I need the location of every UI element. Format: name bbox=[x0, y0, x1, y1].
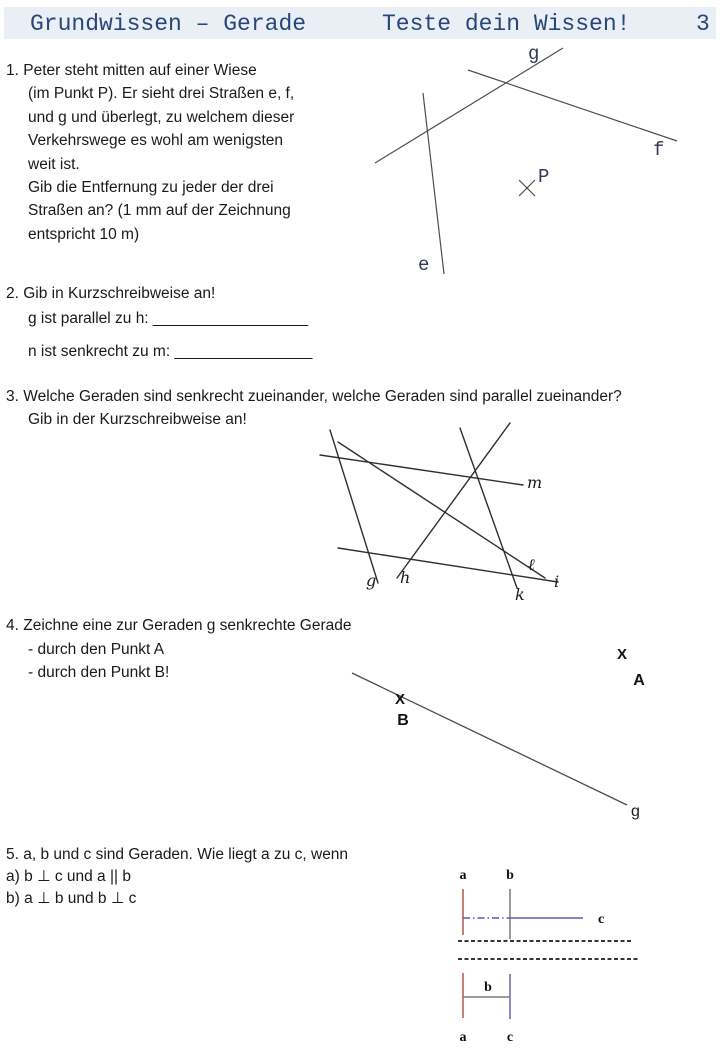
street-label-e: e bbox=[418, 254, 429, 276]
line-g bbox=[329, 429, 379, 584]
line-i bbox=[337, 547, 559, 583]
line-label-k: k bbox=[515, 585, 525, 604]
line-label-m: m bbox=[527, 473, 542, 492]
line-label-g: g bbox=[366, 571, 376, 590]
header-subtitle: Teste dein Wissen! bbox=[382, 11, 631, 37]
perpendicular-diagram: X B X A g bbox=[351, 646, 645, 820]
q2-title: 2. Gib in Kurzschreibweise an! bbox=[6, 285, 216, 302]
lines-diagram: g h m ℓ k i bbox=[319, 422, 559, 604]
street-line-f bbox=[467, 69, 678, 142]
q2-perpendicular-blank: n ist senkrecht zu m: ________________ bbox=[28, 343, 313, 360]
line-h bbox=[396, 422, 511, 579]
point-a-label: A bbox=[633, 672, 645, 689]
line-g bbox=[351, 672, 628, 806]
q1-line-7: Straßen an? (1 mm auf der Zeichnung bbox=[28, 202, 291, 220]
abc-diagram: a b c b a c bbox=[458, 868, 638, 1045]
q1-line-6: Gib die Entfernung zu jeder der drei bbox=[28, 179, 274, 197]
q4-line-1: 4. Zeichne eine zur Geraden g senkrechte… bbox=[6, 617, 352, 634]
q5-case-b: b) a ⊥ b und b ⊥ c bbox=[6, 890, 137, 907]
q1-line-3: und g und überlegt, zu welchem dieser bbox=[28, 108, 295, 126]
street-label-f: f bbox=[653, 139, 664, 161]
street-label-g: g bbox=[528, 43, 539, 65]
line-k bbox=[459, 427, 518, 589]
point-a-marker: X bbox=[617, 646, 627, 663]
q3-line-2: Gib in der Kurzschreibweise an! bbox=[28, 411, 247, 428]
label-b-mid: b bbox=[484, 980, 492, 995]
worksheet-header: Grundwissen – Gerade Teste dein Wissen! … bbox=[4, 7, 716, 39]
q1-line-2: (im Punkt P). Er sieht drei Straßen e, f… bbox=[28, 85, 295, 103]
point-p-marker bbox=[518, 179, 536, 197]
q2-parallel-blank: g ist parallel zu h: __________________ bbox=[28, 310, 309, 327]
q5-case-a: a) b ⊥ c und a || b bbox=[6, 868, 131, 885]
label-b-top: b bbox=[506, 868, 514, 883]
line-label-h: h bbox=[400, 568, 410, 587]
label-a-top: a bbox=[460, 868, 467, 883]
q1-line-4: Verkehrswege es wohl am wenigsten bbox=[28, 132, 284, 150]
line-label-l: ℓ bbox=[528, 555, 535, 574]
q4-item-a: - durch den Punkt A bbox=[28, 641, 165, 658]
question-1: 1. Peter steht mitten auf einer Wiese (i… bbox=[6, 59, 294, 246]
label-c-bottom-label: c bbox=[507, 1030, 513, 1045]
q5-line-1: 5. a, b und c sind Geraden. Wie liegt a … bbox=[6, 846, 349, 863]
point-b-label: B bbox=[397, 712, 409, 729]
label-c-right: c bbox=[598, 912, 604, 927]
streets-diagram: g f e P bbox=[374, 43, 678, 276]
header-page-number: 3 bbox=[696, 11, 710, 37]
street-line-e bbox=[422, 92, 445, 275]
street-line-g bbox=[374, 47, 564, 164]
q1-line-8: entspricht 10 m) bbox=[28, 225, 140, 243]
line-l bbox=[337, 441, 546, 579]
q1-line-1: 1. Peter steht mitten auf einer Wiese bbox=[6, 62, 257, 79]
point-p-label: P bbox=[538, 166, 549, 188]
q3-line-1: 3. Welche Geraden sind senkrecht zueinan… bbox=[6, 388, 622, 405]
label-a-bottom: a bbox=[460, 1030, 467, 1045]
q4-item-b: - durch den Punkt B! bbox=[28, 664, 170, 681]
line-label-i: i bbox=[554, 572, 559, 591]
q1-line-5: weit ist. bbox=[28, 155, 80, 173]
header-title: Grundwissen – Gerade bbox=[30, 11, 307, 37]
line-g-label: g bbox=[631, 803, 640, 820]
line-m bbox=[319, 454, 524, 486]
point-b-marker: X bbox=[395, 691, 405, 708]
